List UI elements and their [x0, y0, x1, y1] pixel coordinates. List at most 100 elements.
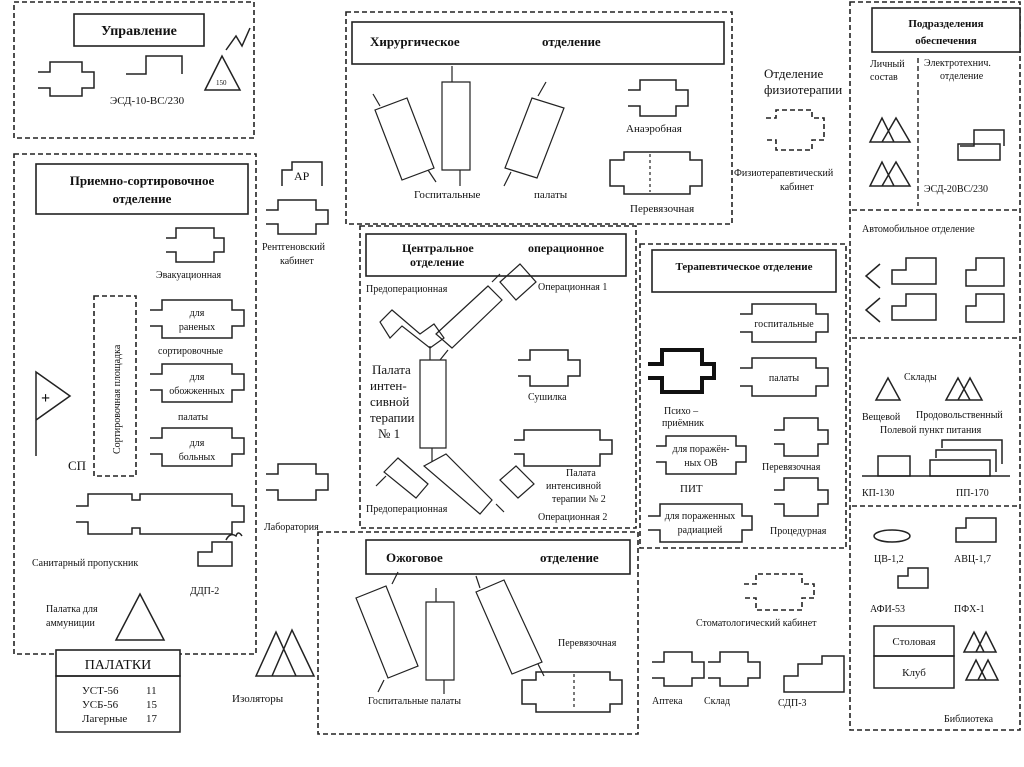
tent-row-count: 15 [146, 699, 158, 711]
sp-flag-icon [35, 370, 72, 456]
management-title: Управление [101, 24, 177, 39]
op1-label: Операционная 1 [538, 282, 607, 293]
therapy-title: Терапевтическое отделение [675, 261, 812, 273]
icu2-line: терапии № 2 [552, 494, 606, 505]
procedure-label: Процедурная [770, 526, 827, 537]
ov-label-2: ных ОВ [684, 458, 718, 469]
therapy-dressing-label: Перевязочная [762, 462, 821, 473]
isolators-label: Изоляторы [232, 693, 284, 705]
personnel-tent-icon [868, 116, 912, 187]
op2-label: Операционная 2 [538, 512, 607, 523]
tent-row-name: УСТ-56 [82, 685, 119, 697]
sp-flag-plus: + [41, 390, 50, 407]
sorting-wards-label: сортировочные [158, 346, 224, 357]
library-label: Библиотека [944, 714, 994, 725]
clothing-label: Вещевой [862, 412, 901, 423]
radiation-label-2: радиацией [678, 525, 723, 536]
ammunition-tent-label-1: Палатка для [46, 604, 98, 615]
hospital-wards-label-a: Госпитальные [414, 189, 481, 201]
bottom-services: Стоматологический кабинет Аптека Склад С… [652, 573, 845, 709]
physio-line1: Отделение [764, 66, 823, 81]
esd20-label: ЭСД-20ВС/230 [924, 184, 988, 195]
support-units-section: Подразделения обеспечения Личный состав … [849, 1, 1021, 731]
preop2-label: Предоперационная [366, 504, 448, 515]
warehouses-label: Склады [904, 372, 937, 383]
therapy-wards-label: палаты [769, 373, 799, 384]
burn-title-left: Ожоговое [386, 550, 443, 565]
psycho-ward-icon [648, 348, 716, 394]
icu2-line: интенсивной [546, 481, 602, 492]
tent-row-name: УСБ-56 [82, 699, 119, 711]
support-title-1: Подразделения [908, 18, 983, 30]
sick-label-2: больных [179, 452, 216, 463]
personnel-label-1: Личный [870, 59, 905, 70]
avc-label: АВЦ-1,7 [954, 554, 991, 565]
tents-title: ПАЛАТКИ [85, 658, 152, 673]
tent-row-count: 11 [146, 685, 157, 697]
dressing-room-label: Перевязочная [630, 203, 694, 215]
icu1-line: сивной [370, 394, 409, 409]
tent-row-count: 17 [146, 713, 158, 725]
reception-title-1: Приемно-сортировочное [70, 173, 215, 188]
evacuation-label: Эвакуационная [156, 270, 221, 281]
therapy-hosp-label: госпитальные [754, 319, 814, 330]
ov-label-1: для поражён- [673, 444, 730, 455]
xray-label-2: кабинет [280, 256, 314, 267]
field-kitchen-label: Полевой пункт питания [880, 425, 982, 436]
xray-lab-isolators: АР Рентгеновский кабинет Лаборатория Изо… [232, 161, 329, 705]
ddp-label: ДДП-2 [190, 586, 219, 597]
wounded-label-1: для [190, 308, 205, 319]
icu2-line: Палата [566, 468, 596, 479]
warehouse-label: Склад [704, 696, 730, 707]
burn-section: Ожоговое отделение Перевязочная Госпитал… [317, 531, 639, 735]
radiation-label-1: для пораженных [665, 511, 736, 522]
canteen-label: Столовая [892, 636, 935, 648]
tents-table: ПАЛАТКИ УСТ-56 11 УСБ-56 15 Лагерные 17 [55, 649, 181, 733]
hospital-wards-label-b: палаты [534, 189, 568, 201]
central-title-2: отделение [410, 255, 465, 269]
dental-label: Стоматологический кабинет [696, 618, 817, 629]
reception-title-2: отделение [113, 191, 172, 206]
ammunition-tent-label-2: аммуниции [46, 618, 96, 629]
wards-label: палаты [178, 412, 208, 423]
anaerobic-label: Анаэробная [626, 123, 682, 135]
burn-title-right: отделение [540, 550, 599, 565]
icu1-line: терапии [370, 410, 414, 425]
sick-label-1: для [190, 438, 205, 449]
sorting-area-label: Сортировочная площадка [112, 344, 123, 454]
wounded-label-2: раненых [179, 322, 215, 333]
personnel-label-2: состав [870, 72, 898, 83]
cv-label: ЦВ-1,2 [874, 554, 904, 565]
club-label: Клуб [902, 667, 926, 679]
surgery-section: Хирургическое отделение Госпитальные пал… [345, 11, 733, 225]
management-section: Управление ЭСД-10-ВС/230 150 [13, 1, 255, 139]
antenna-mast-icon [203, 27, 251, 91]
sp-label: СП [68, 458, 86, 473]
isolator-tents-icon [254, 628, 316, 677]
psycho-label-2: приёмник [662, 418, 704, 429]
tent-row-name: Лагерные [82, 713, 127, 725]
pfx-label: ПФХ-1 [954, 604, 985, 615]
xray-label-1: Рентгеновский [262, 242, 326, 253]
pit-label: ПИТ [680, 483, 703, 495]
burn-dressing-label: Перевязочная [558, 638, 617, 649]
therapy-section: Терапевтическое отделение госпитальные п… [639, 243, 847, 549]
physio-cabinet-line1: Физиотерапевтический [734, 168, 834, 179]
central-operating-section: Центральное отделение операционное Предо… [359, 225, 637, 529]
surgery-title-left: Хирургическое [370, 34, 460, 49]
physio-cabinet-line2: кабинет [780, 182, 814, 193]
preop-label: Предоперационная [366, 284, 448, 295]
surgery-title-right: отделение [542, 34, 601, 49]
central-title-3: операционное [528, 241, 605, 255]
support-title-2: обеспечения [915, 35, 976, 47]
laboratory-label: Лаборатория [264, 522, 319, 533]
burn-wards-label: Госпитальные палаты [368, 696, 461, 707]
electro-label-1: Электротехнич. [924, 58, 991, 69]
icu1-line: Палата [372, 362, 411, 377]
sanitary-checkpoint-label: Санитарный пропускник [32, 558, 138, 569]
mast-number: 150 [216, 79, 227, 87]
burned-label-2: обожженных [169, 386, 224, 397]
pp170-label: ПП-170 [956, 488, 989, 499]
ammunition-tent-icon [114, 592, 166, 641]
